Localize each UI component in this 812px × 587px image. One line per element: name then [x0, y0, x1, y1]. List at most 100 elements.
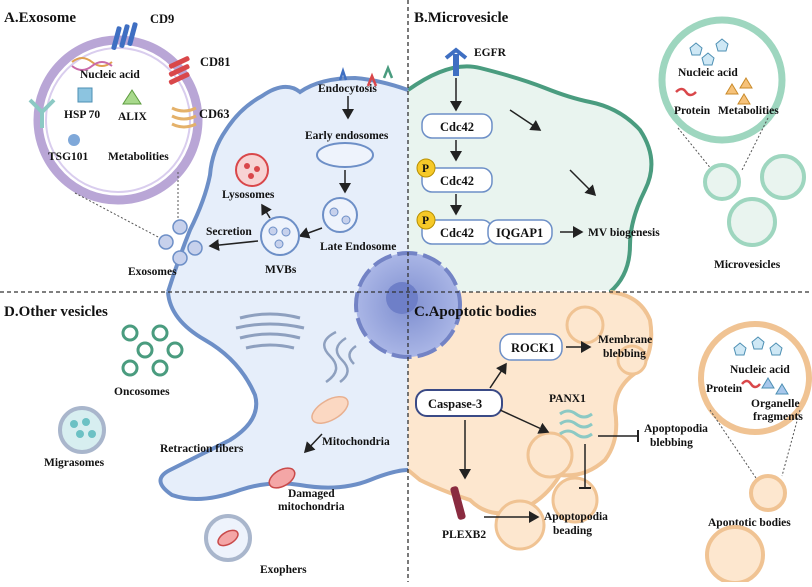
cd81-icon: [168, 56, 190, 85]
lysosome: [235, 153, 269, 187]
bleb: [494, 499, 546, 551]
oncosome-icons: [121, 324, 184, 377]
ab-protein-label: Protein: [706, 383, 743, 395]
mvb: [260, 216, 300, 256]
panx1-icon: [559, 409, 593, 439]
microvesicle-particle: [703, 163, 741, 201]
cdc42-label-2: Cdc42: [440, 174, 474, 188]
cdc42-label-1: Cdc42: [440, 120, 474, 134]
phospho-label-1: P: [422, 163, 429, 175]
er-icon: [323, 330, 357, 384]
mitochondria-icon: [311, 396, 349, 424]
microvesicles-label: Microvesicles: [714, 259, 781, 271]
exophers-label: Exophers: [260, 564, 307, 576]
caspase3-label: Caspase-3: [428, 397, 482, 411]
metabolite-icon: [725, 83, 739, 95]
dna-icon: [71, 57, 113, 71]
blebbing-label-2: blebbing: [650, 437, 693, 449]
rock1-node: [499, 333, 563, 361]
bleb: [616, 344, 648, 376]
exosome-cell-membrane: [166, 75, 409, 293]
microvesicle-particle: [727, 197, 777, 247]
retraction-fibers-label: Retraction fibers: [160, 443, 244, 455]
alix-label: ALIX: [118, 111, 147, 123]
secretion-label: Secretion: [206, 226, 252, 238]
apoptotic-body-particle: [705, 525, 765, 585]
endocytosis-label: Endocytosis: [318, 83, 377, 95]
panx1-label: PANX1: [549, 393, 586, 405]
cd81-label: CD81: [200, 55, 231, 69]
section-title-b: B.Microvesicle: [414, 10, 509, 26]
ab-protein-icon: [741, 379, 761, 389]
antibody-icon: [28, 98, 56, 128]
early-endosomes-label: Early endosomes: [305, 130, 389, 142]
migrasome-icon: [58, 406, 106, 454]
iqgap1-node: [487, 219, 553, 245]
section-title-c: C.Apoptotic bodies: [414, 304, 537, 320]
receptor-icons: [338, 64, 394, 87]
organelle-label: Organelle: [751, 398, 800, 410]
egfr-icon: [444, 47, 468, 76]
iqgap1-label: IQGAP1: [496, 226, 543, 240]
ab-nucleic-acid-label: Nucleic acid: [730, 364, 790, 376]
fragments-label: fragments: [753, 411, 803, 423]
cdc42-node-2: [421, 167, 493, 193]
mvbs-label: MVBs: [265, 264, 297, 276]
cd63-label: CD63: [199, 107, 230, 121]
cdc42-label-3: Cdc42: [440, 226, 474, 240]
rock1-label: ROCK1: [511, 341, 555, 355]
nucleic-acid-icon: [689, 42, 703, 56]
apoptotic-zoom: [698, 321, 812, 435]
other-cell-region: [160, 292, 408, 499]
exosomes-label: Exosomes: [128, 266, 177, 278]
nucleolus: [386, 282, 418, 314]
caspase3-node: [415, 389, 503, 417]
exosome-cell-region: [168, 78, 408, 292]
early-endosome: [316, 142, 374, 168]
damaged-label: Damaged: [288, 488, 335, 500]
golgi-icon: [235, 312, 305, 350]
apoptotic-body-particle: [749, 474, 787, 512]
mitochondria-label-2: mitochondria: [278, 501, 345, 513]
mitochondria-label: Mitochondria: [322, 436, 390, 448]
blebbing-label: blebbing: [603, 348, 646, 360]
plexb2-label: PLEXB2: [442, 529, 486, 541]
other-cell-membrane: [158, 291, 409, 501]
apoptotic-membrane: [406, 290, 654, 516]
tsg101-label: TSG101: [48, 151, 89, 163]
apoptotic-bodies-label: Apoptotic bodies: [708, 517, 791, 529]
cdc42-node-1: [421, 113, 493, 139]
oncosomes-label: Oncosomes: [114, 386, 170, 398]
bleb: [526, 431, 574, 479]
late-endosome: [322, 197, 358, 233]
microvesicle-membrane: [406, 64, 654, 294]
section-title-a: A.Exosome: [4, 10, 76, 26]
mv-biogenesis-label: MV biogenesis: [588, 227, 660, 239]
damaged-mitochondria-icon: [268, 467, 296, 489]
phospho-label-2: P: [422, 215, 429, 227]
plexb2-icon: [450, 486, 466, 520]
hsp70-label: HSP 70: [64, 109, 100, 121]
membrane-label: Membrane: [598, 334, 652, 346]
cd9-icon: [111, 22, 138, 50]
hsp70-icon: [77, 87, 93, 103]
apoptopodia-label-1: Apoptopodia: [644, 423, 708, 435]
egfr-label: EGFR: [474, 47, 507, 59]
cd63-icon: [171, 106, 197, 129]
exosome-particles: [158, 219, 203, 266]
phospho-icon-1: [416, 158, 436, 178]
nucleic-acid-label: Nucleic acid: [80, 69, 140, 81]
mv-protein-label: Protein: [674, 105, 711, 117]
migrasomes-label: Migrasomes: [44, 457, 105, 469]
phospho-icon-2: [416, 210, 436, 230]
metabolities-label: Metabolities: [108, 151, 169, 163]
microvesicle-particle: [760, 154, 806, 200]
late-endosome-label: Late Endosome: [320, 241, 396, 253]
apoptopodia-label-2: Apoptopodia: [544, 511, 608, 523]
mv-metabolities-label: Metabolities: [718, 105, 779, 117]
cd9-label: CD9: [150, 12, 174, 26]
mv-nucleic-acid-label: Nucleic acid: [678, 67, 738, 79]
beading-label: beading: [553, 525, 592, 537]
